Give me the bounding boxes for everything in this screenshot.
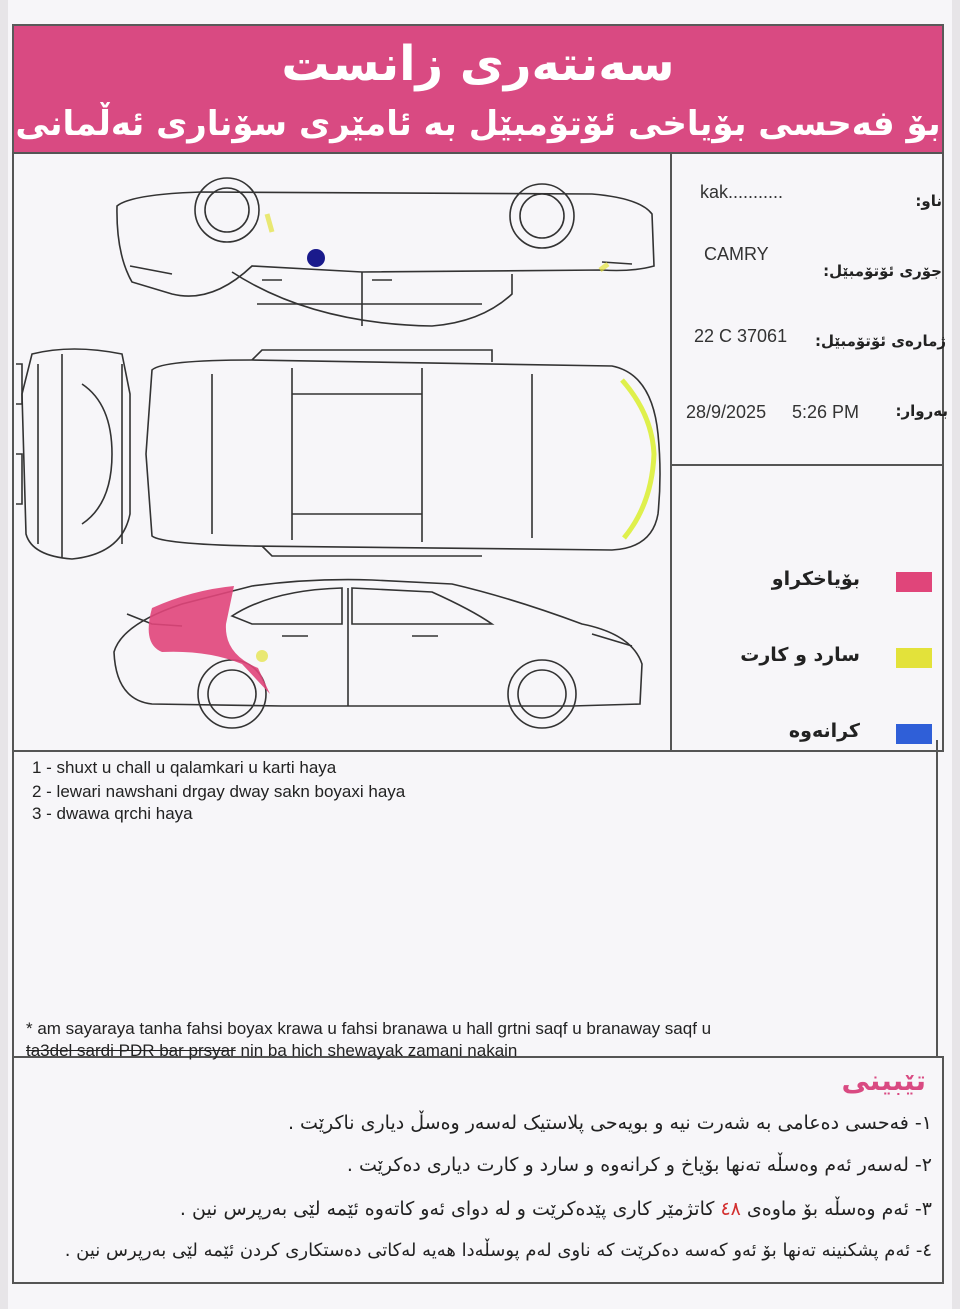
inspection-sheet <box>8 0 952 1309</box>
note-2: 2 - lewari nawshani drgay dway sakn boya… <box>32 782 406 801</box>
remark-3-pre: ٣- ئەم وەسڵە بۆ ماوەی <box>746 1198 932 1220</box>
disclaimer: * am sayaraya tanha fahsi boyax krawa u … <box>26 1018 886 1062</box>
header-banner: سەنتەری زانست بۆ فەحسی بۆیاخی ئۆتۆمبێل ب… <box>12 24 944 154</box>
center-title: سەنتەری زانست <box>281 36 675 92</box>
remark-2: ٢- لەسەر ئەم وەسڵە تەنها بۆیاخ و کرانەوە… <box>346 1154 932 1176</box>
car-type-label: جۆری ئۆتۆمبێل: <box>823 262 942 280</box>
painted-area <box>148 586 270 694</box>
cold-crack-spot-top <box>264 213 610 272</box>
name-label: ناو: <box>915 192 942 210</box>
date-label: بەروار: <box>895 402 948 420</box>
plate-label: ژمارەی ئۆتۆمبێل: <box>814 332 946 350</box>
damage-markings <box>148 213 657 694</box>
note-1: 1 - shuxt u chall u qalamkari u karti ha… <box>32 758 337 777</box>
center-subtitle: بۆ فەحسی بۆیاخی ئۆتۆمبێل بە ئامێری سۆنار… <box>15 104 941 144</box>
disclaimer-line-1: * am sayaraya tanha fahsi boyax krawa u … <box>26 1019 712 1038</box>
legend-opened-label: کرانەوە <box>788 720 860 742</box>
cold-crack-area <box>620 378 657 540</box>
disclaimer-line-2: ta3del sardi PDR bar prsyar nin ba hich … <box>26 1040 886 1062</box>
legend-painted-label: بۆیاخکراو <box>771 568 860 590</box>
cold-crack-spot-side <box>256 650 268 662</box>
remark-3: ٣- ئەم وەسڵە بۆ ماوەی ٤٨ کاتژمێر کاری پێ… <box>180 1198 932 1220</box>
legend-cold-crack-swatch <box>896 648 932 668</box>
divider-info <box>672 464 942 466</box>
divider-vertical <box>670 154 672 750</box>
note-3: 3 - dwawa qrchi haya <box>32 804 193 823</box>
car-top-inverted-side-view <box>116 177 655 327</box>
car-diagram <box>16 177 661 729</box>
name-value: kak........... <box>700 182 784 202</box>
disclaimer-rest-text: nin ba hich shewayak zamani nakain <box>235 1041 518 1060</box>
remark-4: ٤- ئەم پشکنینە تەنها بۆ ئەو کەسە دەکرێت … <box>64 1240 932 1261</box>
legend-opened-swatch <box>896 724 932 744</box>
main-frame <box>12 152 944 752</box>
remarks-frame <box>12 1056 944 1284</box>
legend-cold-crack-label: سارد و کارت <box>740 644 860 666</box>
remark-3-post: کاتژمێر کاری پێدەکرێت و لە دوای ئەو کاتە… <box>179 1198 715 1220</box>
legend-painted-swatch <box>896 572 932 592</box>
car-type-value: CAMRY <box>704 244 769 264</box>
dent-spot <box>307 249 325 267</box>
car-rear-view <box>16 348 131 560</box>
plate-value: 22 C 37061 <box>694 326 788 346</box>
remark-3-hours: ٤٨ <box>720 1198 741 1220</box>
disclaimer-struck-text: ta3del sardi PDR bar prsyar <box>26 1041 236 1060</box>
remarks-title: تێبینی <box>841 1064 926 1097</box>
time-value: 5:26 PM <box>792 402 860 422</box>
date-value: 28/9/2025 <box>686 402 767 422</box>
car-roof-view <box>145 349 661 557</box>
remark-1: ١- فەحسی دەعامی بە شەرت نیە و بویەحی پلا… <box>287 1112 932 1134</box>
